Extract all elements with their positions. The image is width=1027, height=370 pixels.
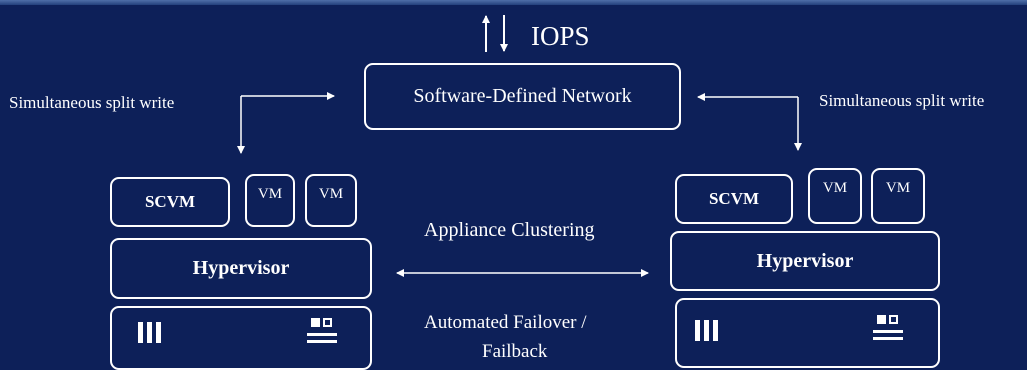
left-scvm-box: SCVM	[110, 177, 230, 227]
server-bars-icon	[138, 322, 161, 343]
right-server-box	[675, 298, 940, 368]
left-vm-box-1: VM	[245, 174, 295, 227]
left-vm2-label: VM	[318, 186, 344, 202]
iops-label: IOPS	[531, 21, 590, 51]
split-write-right-label: Simultaneous split write	[819, 91, 985, 110]
left-server-box	[110, 306, 372, 370]
right-vm1-label: VM	[822, 180, 848, 196]
left-hypervisor-label: Hypervisor	[192, 257, 290, 279]
server-bars-icon	[695, 320, 718, 341]
right-scvm-label: SCVM	[708, 189, 760, 208]
split-write-left-label: Simultaneous split write	[9, 93, 175, 112]
disk-drive-icon	[307, 316, 339, 348]
right-scvm-box: SCVM	[675, 174, 793, 224]
failover-label-line1: Automated Failover /	[424, 312, 587, 333]
failover-label-line2: Failback	[482, 341, 548, 362]
software-defined-network-box: Software-Defined Network	[364, 63, 681, 130]
right-hypervisor-box: Hypervisor	[670, 231, 940, 291]
top-accent-bar	[0, 0, 1027, 5]
left-vm1-label: VM	[257, 186, 283, 202]
disk-drive-icon	[873, 313, 905, 345]
right-vm-box-1: VM	[808, 168, 862, 224]
network-label: Software-Defined Network	[413, 85, 632, 107]
appliance-clustering-label: Appliance Clustering	[424, 219, 595, 241]
right-vm2-label: VM	[885, 180, 911, 196]
right-vm-box-2: VM	[871, 168, 925, 224]
left-scvm-label: SCVM	[144, 192, 196, 211]
left-hypervisor-box: Hypervisor	[110, 238, 372, 299]
right-hypervisor-label: Hypervisor	[756, 249, 854, 272]
left-vm-box-2: VM	[305, 174, 357, 227]
